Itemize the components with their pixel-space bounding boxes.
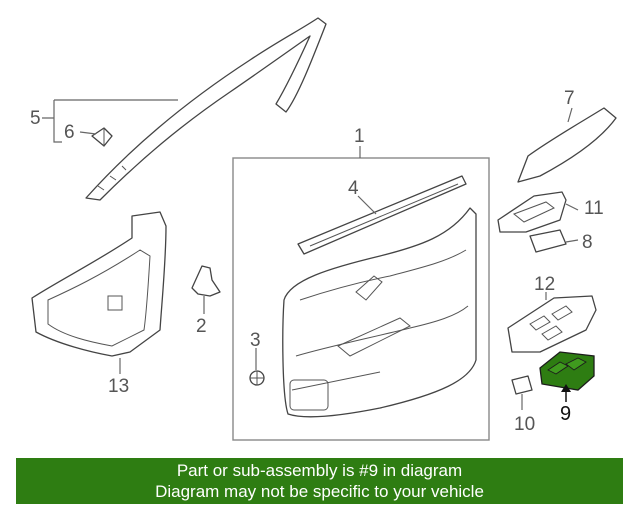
part-13-liner xyxy=(31,211,167,357)
part-4-weatherstrip xyxy=(297,175,467,255)
callout-10: 10 xyxy=(514,414,535,435)
part-12-switch-panel xyxy=(507,295,597,353)
part-3-clip xyxy=(249,370,265,386)
callout-6: 6 xyxy=(64,122,75,143)
callout-13: 13 xyxy=(108,376,129,397)
callout-12: 12 xyxy=(534,274,555,295)
callout-11: 11 xyxy=(584,198,604,219)
leader-lines xyxy=(42,99,579,410)
part-5-sash-molding xyxy=(85,17,327,201)
parts-diagram: 5 6 7 1 4 11 8 12 3 2 13 10 9 xyxy=(30,17,617,441)
callout-7: 7 xyxy=(564,88,575,109)
part-9-master-switch xyxy=(539,351,595,391)
callout-5: 5 xyxy=(30,108,41,129)
callout-3: 3 xyxy=(250,330,261,351)
part-2-bracket xyxy=(191,265,221,297)
callout-9: 9 xyxy=(560,403,571,425)
part-10-switch xyxy=(511,375,533,395)
part-6-clip xyxy=(91,127,113,147)
footer-line-2: Diagram may not be specific to your vehi… xyxy=(155,482,484,501)
footer-line-1: Part or sub-assembly is #9 in diagram xyxy=(176,461,463,480)
part-8-switch xyxy=(529,229,567,253)
part-11-switch-bezel xyxy=(497,191,567,233)
part-1-door-panel xyxy=(282,207,477,418)
footer-banner: Part or sub-assembly is #9 in diagram Di… xyxy=(16,458,623,504)
callout-1: 1 xyxy=(354,126,365,147)
callout-8: 8 xyxy=(582,232,593,253)
part-1-frame xyxy=(232,157,490,441)
callout-2: 2 xyxy=(196,316,207,337)
callout-4: 4 xyxy=(348,178,359,199)
part-7-garnish xyxy=(517,107,617,183)
